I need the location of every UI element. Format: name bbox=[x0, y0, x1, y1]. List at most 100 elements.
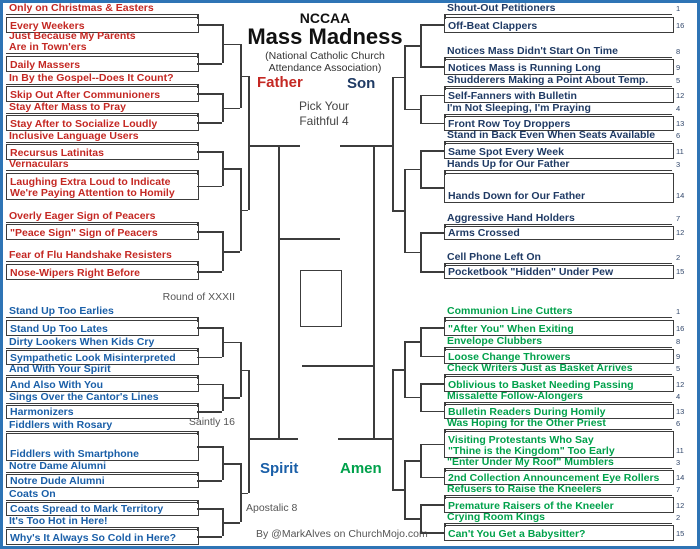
advance-stub bbox=[197, 508, 222, 510]
seed: 11 bbox=[676, 147, 684, 156]
team-right-bottom-1: Communion Line Cutters bbox=[444, 304, 672, 318]
round-vertical bbox=[420, 504, 422, 532]
team-right-bottom-16: Can't You Get a Babysitter? bbox=[444, 525, 674, 541]
team-right-top-11: Hands Up for Our Father bbox=[444, 157, 672, 171]
advance-stub bbox=[420, 94, 444, 96]
team-left-bottom-2: Stand Up Too Lates bbox=[6, 320, 199, 336]
seed: 15 bbox=[676, 529, 685, 538]
team-right-top-15: Cell Phone Left On bbox=[444, 251, 672, 264]
team-right-top-8: Front Row Toy Droppers bbox=[444, 116, 674, 131]
pair-vertical bbox=[197, 222, 199, 226]
team-left-bottom-1: Stand Up Too Earlies bbox=[6, 305, 197, 318]
team-name: Crying Room Kings bbox=[447, 510, 546, 523]
seed: 12 bbox=[676, 380, 685, 389]
pair-vertical bbox=[197, 317, 199, 322]
seed: 12 bbox=[676, 501, 685, 510]
advance-stub bbox=[197, 536, 222, 538]
advance-stub bbox=[197, 185, 222, 187]
team-right-bottom-4: Loose Change Throwers bbox=[444, 349, 674, 364]
seed: 4 bbox=[676, 104, 681, 113]
team-left-bottom-3: Dirty Lookers When Kids Cry bbox=[6, 336, 197, 349]
team-name: Notre Dame Alumni bbox=[9, 459, 107, 472]
team-name: 2nd Collection Announcement Eye Rollers bbox=[448, 471, 660, 484]
pair-vertical bbox=[197, 261, 199, 266]
team-right-bottom-10: Visiting Protestants Who Say"Thine is th… bbox=[444, 431, 674, 458]
pair-vertical bbox=[444, 141, 446, 145]
round-vertical bbox=[420, 383, 422, 411]
team-name: Nose-Wipers Right Before bbox=[10, 266, 141, 279]
team-name: Shout-Out Petitioners bbox=[447, 1, 556, 14]
page-subtitle-line2: Attendance Association) bbox=[268, 62, 382, 74]
pair-vertical bbox=[197, 472, 199, 476]
advance-stub bbox=[222, 397, 240, 399]
pair-vertical bbox=[444, 57, 446, 61]
seed: 7 bbox=[676, 485, 681, 494]
advance-stub bbox=[420, 504, 444, 506]
team-right-bottom-5: Check Writers Just as Basket Arrives bbox=[444, 362, 672, 375]
pair-vertical bbox=[444, 374, 446, 378]
seed: 13 bbox=[676, 407, 685, 416]
round-vertical bbox=[404, 45, 406, 109]
advance-stub bbox=[197, 271, 222, 273]
seed: 9 bbox=[676, 63, 681, 72]
advance-stub bbox=[420, 150, 444, 152]
amen-semifinal-line bbox=[338, 438, 392, 440]
advance-stub bbox=[197, 24, 222, 26]
team-right-top-4: Notices Mass is Running Long bbox=[444, 59, 674, 75]
team-right-top-16: Pocketbook "Hidden" Under Pew bbox=[444, 265, 674, 279]
father-semifinal-line bbox=[248, 145, 300, 147]
advance-stub bbox=[392, 76, 404, 79]
team-name: Notre Dude Alumni bbox=[10, 474, 105, 487]
team-left-top-9: Inclusive Language Users bbox=[6, 130, 197, 143]
team-left-top-4: Daily Massers bbox=[6, 56, 199, 72]
advance-stub bbox=[420, 355, 444, 357]
advance-stub bbox=[197, 383, 222, 385]
team-name: Fiddlers with Rosary bbox=[9, 418, 113, 431]
team-left-top-11: Vernaculars bbox=[6, 158, 197, 171]
team-left-bottom-6: And Also With You bbox=[6, 377, 199, 392]
advance-stub bbox=[392, 210, 404, 212]
team-right-bottom-9: Was Hoping for the Other Priest bbox=[444, 417, 672, 430]
team-name: Hands Up for Our Father bbox=[447, 157, 570, 170]
team-left-top-15: Fear of Flu Handshake Resisters bbox=[6, 249, 197, 262]
advance-stub bbox=[197, 480, 222, 482]
team-name: Pocketbook "Hidden" Under Pew bbox=[448, 265, 614, 278]
team-name: And Also With You bbox=[10, 378, 104, 391]
team-left-bottom-13: Coats On bbox=[6, 488, 197, 501]
advance-stub bbox=[197, 122, 222, 124]
pair-vertical bbox=[444, 429, 446, 433]
team-name: Recursus Latinitas bbox=[10, 146, 104, 159]
advance-stub bbox=[197, 356, 222, 358]
team-left-bottom-16: Why's It Always So Cold in Here? bbox=[6, 529, 199, 545]
team-right-bottom-12: 2nd Collection Announcement Eye Rollers bbox=[444, 470, 674, 485]
advance-stub bbox=[404, 168, 420, 170]
advance-stub bbox=[197, 63, 222, 65]
seed: 2 bbox=[676, 513, 681, 522]
team-name: It's Too Hot in Here! bbox=[9, 514, 108, 527]
team-right-top-5: Shudderers Making a Point About Temp. bbox=[444, 73, 672, 87]
team-name: Self-Fanners with Bulletin bbox=[448, 89, 577, 102]
team-name: "After You" When Exiting bbox=[448, 322, 574, 335]
team-right-top-3: Notices Mass Didn't Start On Time bbox=[444, 45, 672, 58]
pair-vertical bbox=[444, 170, 446, 175]
seed: 16 bbox=[676, 21, 685, 30]
team-name: Notices Mass is Running Long bbox=[448, 61, 601, 74]
advance-stub bbox=[222, 463, 240, 465]
team-name: Can't You Get a Babysitter? bbox=[448, 527, 586, 540]
advance-stub bbox=[222, 168, 240, 170]
team-left-top-14: "Peace Sign" Sign of Peacers bbox=[6, 224, 199, 240]
pair-vertical bbox=[197, 348, 199, 352]
team-name: Communion Line Cutters bbox=[447, 304, 573, 317]
round-label-round-of-32: Round of XXXII bbox=[162, 291, 235, 303]
team-name: Off-Beat Clappers bbox=[448, 19, 538, 32]
pair-vertical bbox=[197, 431, 199, 435]
team-name: Shudderers Making a Point About Temp. bbox=[447, 73, 649, 86]
advance-stub bbox=[420, 476, 444, 478]
advance-stub bbox=[222, 107, 240, 109]
advance-stub bbox=[197, 151, 222, 153]
seed: 11 bbox=[676, 446, 684, 455]
pair-vertical bbox=[197, 375, 199, 379]
pair-vertical bbox=[197, 403, 199, 407]
team-name: Loose Change Throwers bbox=[448, 350, 571, 363]
